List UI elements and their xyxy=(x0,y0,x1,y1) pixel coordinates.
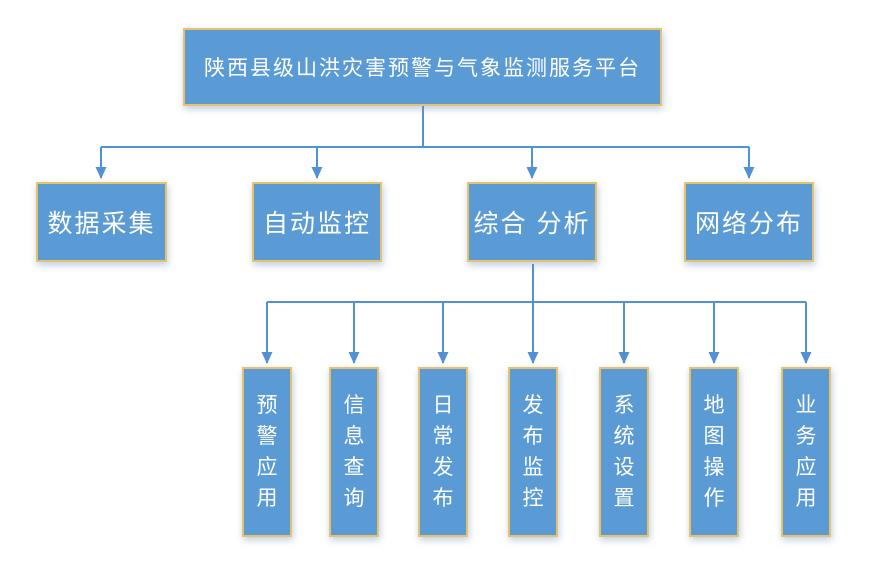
node-system-settings: 系统设置 xyxy=(599,367,649,537)
node-auto-monitoring: 自动监控 xyxy=(252,182,382,262)
node-info-query: 信息查询 xyxy=(329,367,379,537)
node-comprehensive-analysis: 综合 分析 xyxy=(467,182,597,262)
node-network-distribution: 网络分布 xyxy=(684,182,814,262)
node-label: 发布监控 xyxy=(522,394,544,510)
node-label: 自动监控 xyxy=(262,210,371,238)
node-label: 地图操作 xyxy=(703,394,725,510)
node-label: 陕西县级山洪灾害预警与气象监测服务平台 xyxy=(204,57,641,80)
node-map-operation: 地图操作 xyxy=(689,367,739,537)
node-label: 系统设置 xyxy=(613,394,635,510)
node-label: 业务应用 xyxy=(795,394,817,510)
node-label: 网络分布 xyxy=(694,210,803,238)
node-daily-release: 日常发布 xyxy=(418,367,468,537)
node-platform-title: 陕西县级山洪灾害预警与气象监测服务平台 xyxy=(183,28,662,106)
node-data-collection: 数据采集 xyxy=(36,182,167,262)
node-label: 综合 分析 xyxy=(473,210,591,238)
node-business-application: 业务应用 xyxy=(781,367,831,537)
node-label: 日常发布 xyxy=(432,394,454,510)
node-label: 数据采集 xyxy=(47,210,156,238)
node-label: 预警应用 xyxy=(256,394,278,510)
node-release-monitoring: 发布监控 xyxy=(508,367,558,537)
node-label: 信息查询 xyxy=(343,394,365,510)
node-warning-application: 预警应用 xyxy=(242,367,292,537)
